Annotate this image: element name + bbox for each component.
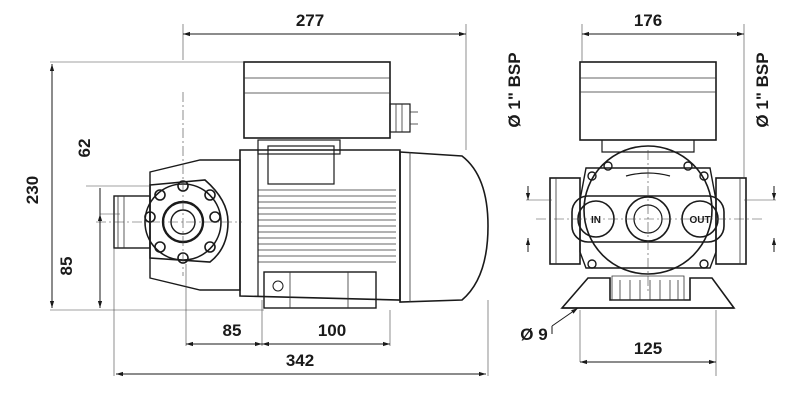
junction-box-front bbox=[579, 61, 717, 153]
inlet-label: IN bbox=[591, 215, 601, 226]
dim-85-vertical: 85 bbox=[57, 257, 76, 276]
dim-230: 230 bbox=[23, 176, 42, 204]
extension-lines-side bbox=[50, 24, 489, 376]
pump-head bbox=[113, 159, 241, 291]
dim-85-horizontal: 85 bbox=[223, 321, 242, 340]
port-right-dim: Ø 1" BSP bbox=[753, 52, 772, 127]
junction-box bbox=[243, 61, 418, 139]
side-view: 277 230 62 85 85 100 342 bbox=[23, 11, 489, 377]
motor-body bbox=[239, 139, 489, 309]
extension-lines-front bbox=[526, 24, 776, 376]
base-front bbox=[560, 275, 736, 309]
hole-diameter-dim: Ø 9 bbox=[520, 325, 547, 344]
center-lines-side bbox=[96, 92, 242, 276]
dim-125: 125 bbox=[634, 339, 662, 358]
dim-277: 277 bbox=[296, 11, 324, 30]
dim-62: 62 bbox=[75, 139, 94, 158]
center-lines-front bbox=[536, 150, 764, 292]
dim-342: 342 bbox=[286, 351, 314, 370]
dimension-lines-front bbox=[525, 31, 777, 365]
dimension-lines-side bbox=[49, 31, 486, 377]
dim-176: 176 bbox=[634, 11, 662, 30]
dim-100: 100 bbox=[318, 321, 346, 340]
port-left-dim: Ø 1" BSP bbox=[505, 52, 524, 127]
outlet-label: OUT bbox=[689, 215, 710, 226]
front-view: IN OUT 176 Ø 1" BSP Ø 1" BSP Ø 9 125 bbox=[505, 11, 777, 376]
